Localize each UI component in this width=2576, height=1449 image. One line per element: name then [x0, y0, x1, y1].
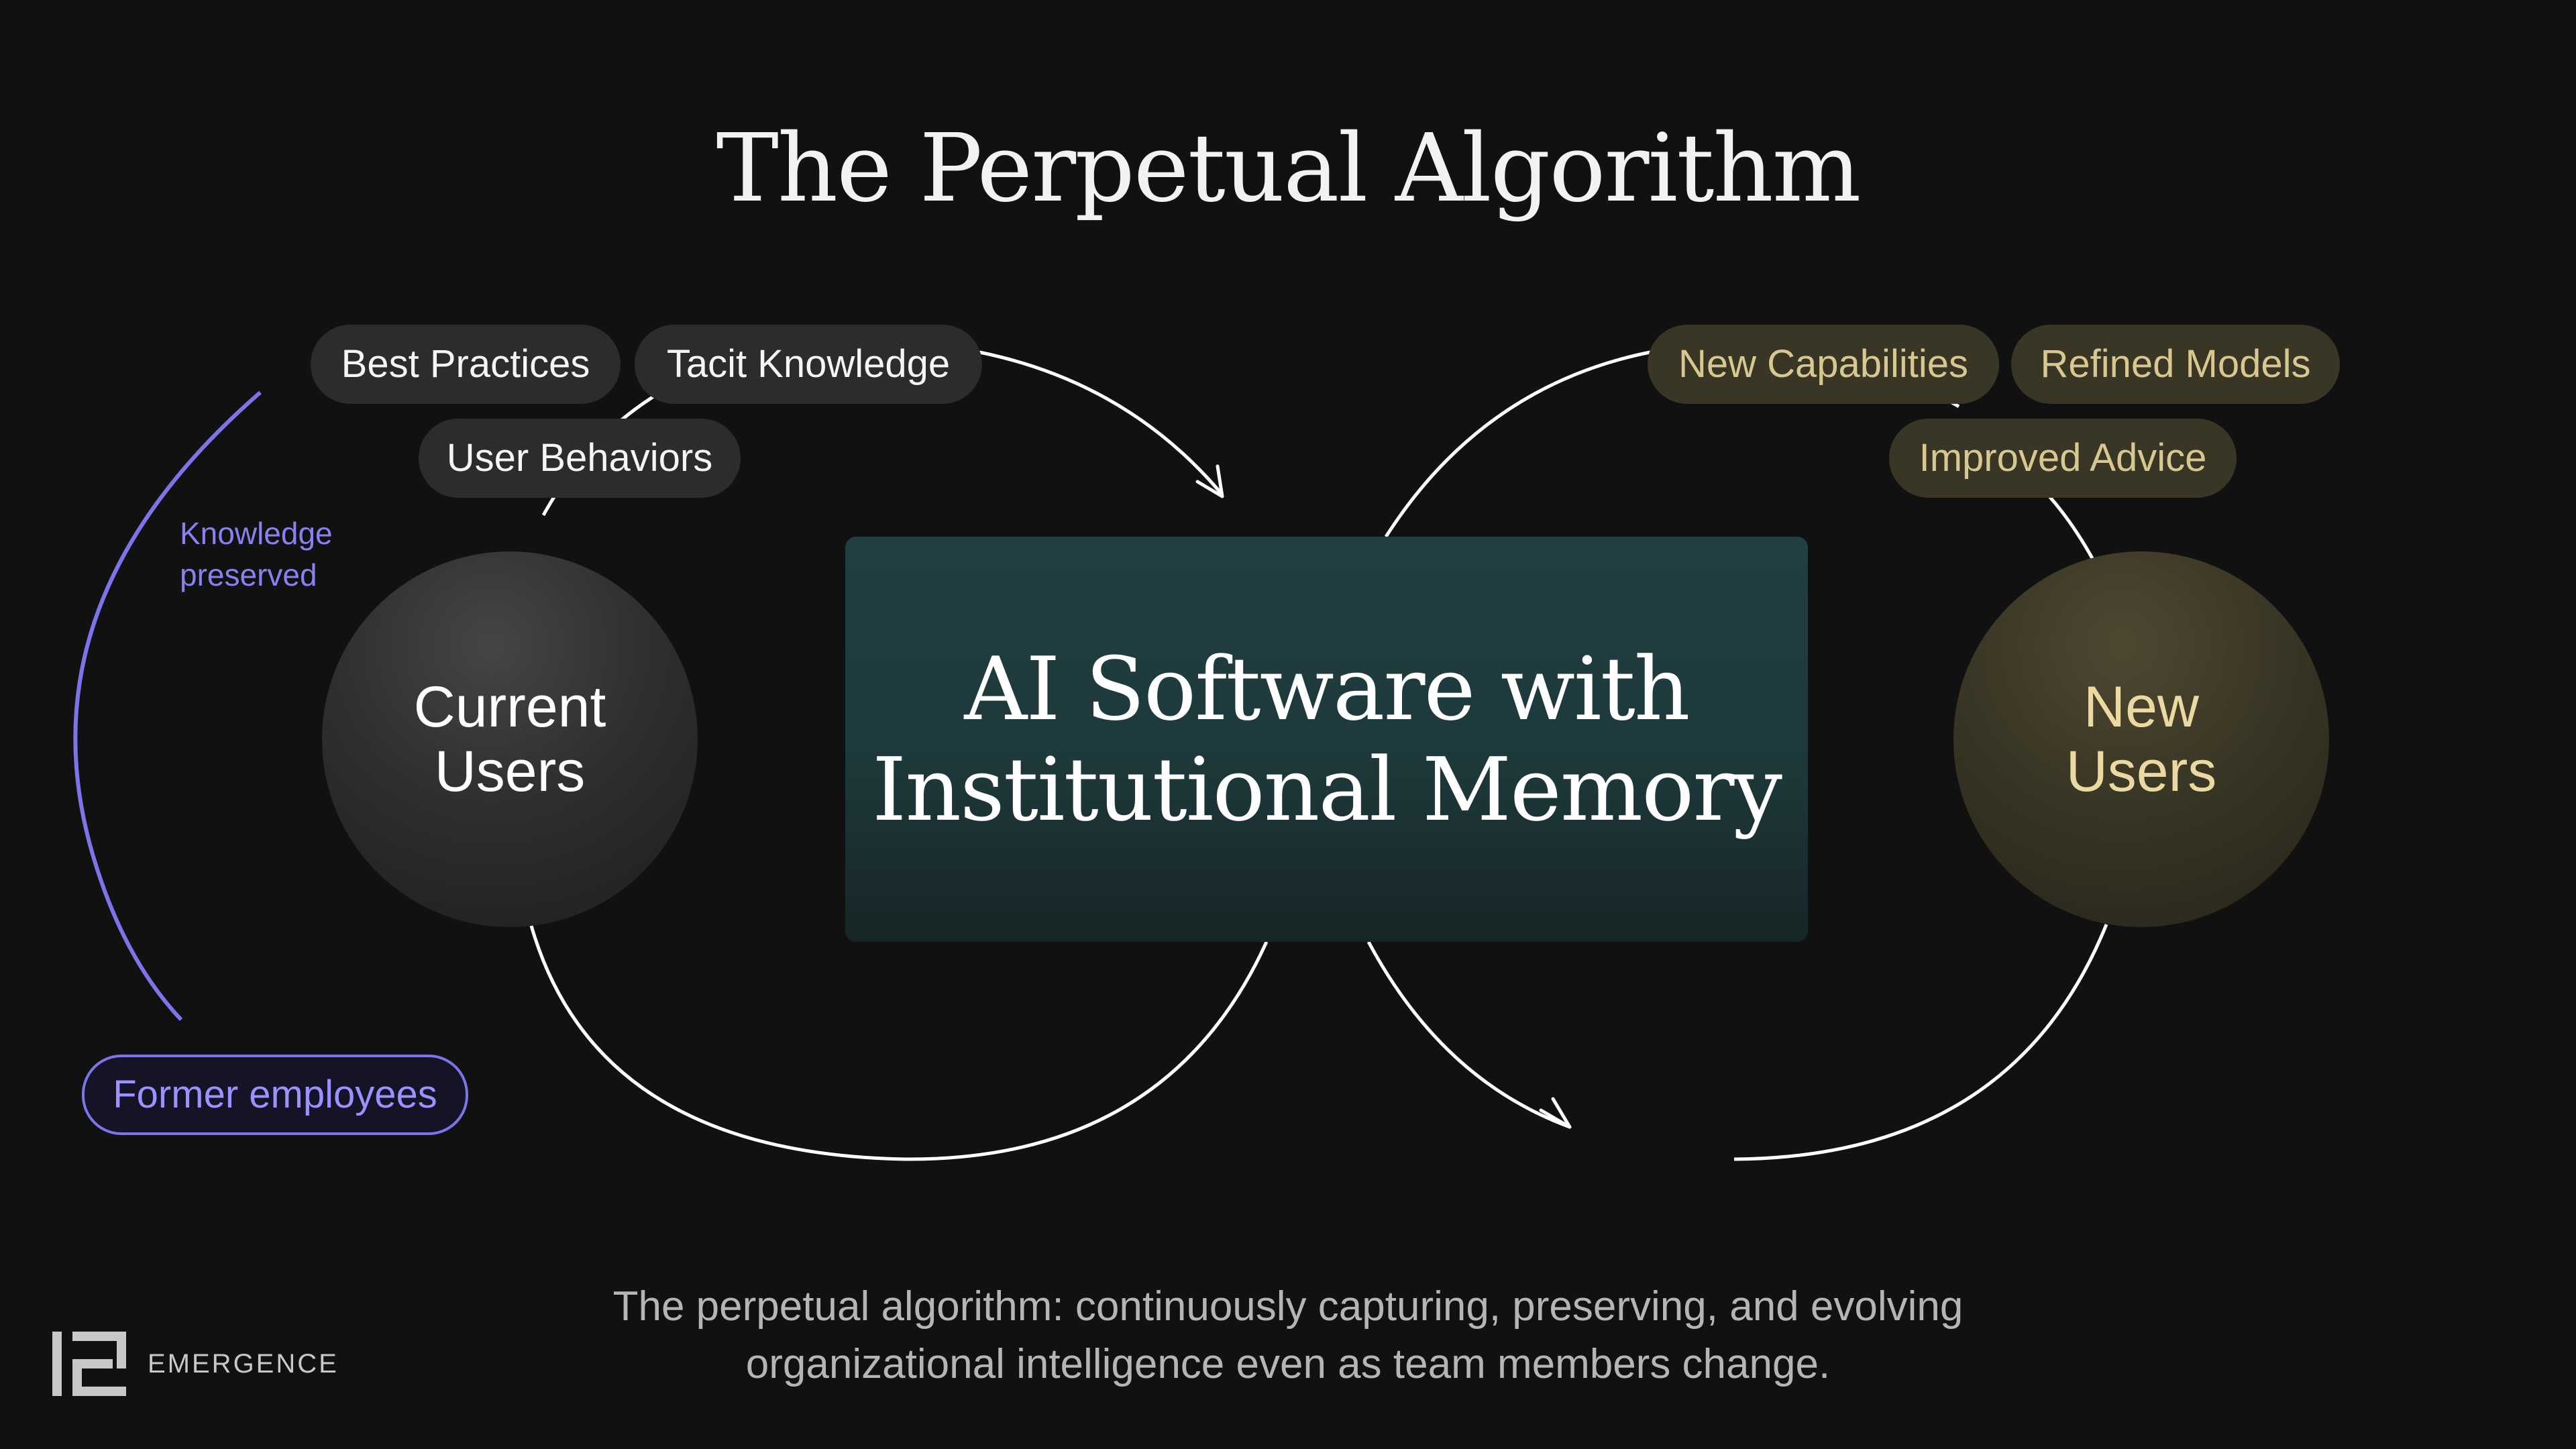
- pill-improved-advice: Improved Advice: [1889, 419, 2237, 498]
- current-users-node: Current Users: [322, 551, 698, 927]
- emergence-logo-icon: [52, 1332, 126, 1396]
- slide-title: The Perpetual Algorithm: [716, 114, 1862, 223]
- right-lower-arc: [1366, 941, 1570, 1129]
- left-top-arc: [979, 350, 1222, 494]
- pill-user-behaviors: User Behaviors: [419, 419, 741, 498]
- arrow-head-icon: [1195, 464, 1224, 498]
- core-label: AI Software with Institutional Memory: [872, 638, 1782, 841]
- current-users-label: Current Users: [413, 675, 606, 804]
- pill-refined-models: Refined Models: [2011, 325, 2340, 404]
- new-users-node: New Users: [1953, 551, 2329, 927]
- pill-new-capabilities: New Capabilities: [1648, 325, 1999, 404]
- slide-caption: The perpetual algorithm: continuously ca…: [612, 1283, 1964, 1387]
- brand-logo: EMERGENCE: [52, 1332, 339, 1396]
- right-bottom-arc: [1733, 924, 2108, 1161]
- pill-tacit-knowledge: Tacit Knowledge: [635, 325, 982, 404]
- pill-former-employees: Former employees: [82, 1055, 468, 1135]
- right-side-arc: [2048, 495, 2095, 561]
- right-top-arc: [1384, 350, 1651, 538]
- knowledge-preserved-note: Knowledge preserved: [180, 516, 333, 592]
- left-bottom-arc: [529, 925, 1269, 1161]
- knowledge-arc: [73, 390, 262, 1022]
- pill-best-practices: Best Practices: [311, 325, 621, 404]
- arrow-head-icon: [1539, 1097, 1572, 1129]
- ai-software-core: AI Software with Institutional Memory: [845, 537, 1808, 942]
- brand-name: EMERGENCE: [148, 1348, 339, 1379]
- new-users-label: New Users: [2065, 675, 2217, 804]
